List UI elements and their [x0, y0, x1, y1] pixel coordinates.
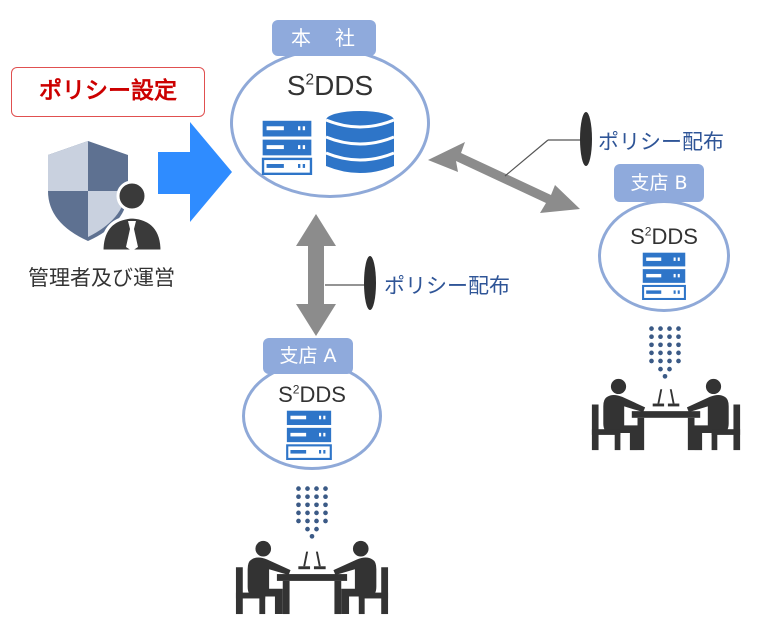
server-rack-icon [285, 410, 333, 460]
database-icon [325, 111, 395, 173]
meeting-people-icon-a [235, 540, 389, 615]
disk-marker-icon [364, 256, 376, 310]
admin-to-hq-arrow [158, 122, 232, 222]
policy-distribution-label-b: ポリシー配布 [598, 130, 724, 154]
dot-arrow-a [296, 486, 328, 539]
branch-b-product-label: S2DDS [630, 224, 698, 249]
hq-branch-a-arrow [296, 214, 336, 336]
policy-distribution-label-a: ポリシー配布 [384, 274, 510, 298]
disk-marker-icon [580, 112, 592, 166]
branch-a-tab: 支店 A [263, 338, 353, 374]
hq-product-label: S2DDS [286, 70, 374, 101]
callout-line-b [504, 139, 549, 177]
branch-b-tab: 支店 B [614, 164, 704, 202]
server-rack-icon [261, 120, 313, 175]
dot-arrow-b [649, 326, 681, 379]
meeting-people-icon-b [591, 378, 741, 451]
admin-label: 管理者及び運営 [28, 266, 175, 290]
hq-branch-b-arrow [428, 142, 580, 213]
shield-user-icon [48, 141, 164, 253]
server-rack-icon [641, 252, 687, 300]
hq-tab: 本 社 [272, 20, 376, 56]
policy-setting-label: ポリシー設定 [11, 67, 205, 117]
branch-a-product-label: S2DDS [278, 382, 346, 407]
